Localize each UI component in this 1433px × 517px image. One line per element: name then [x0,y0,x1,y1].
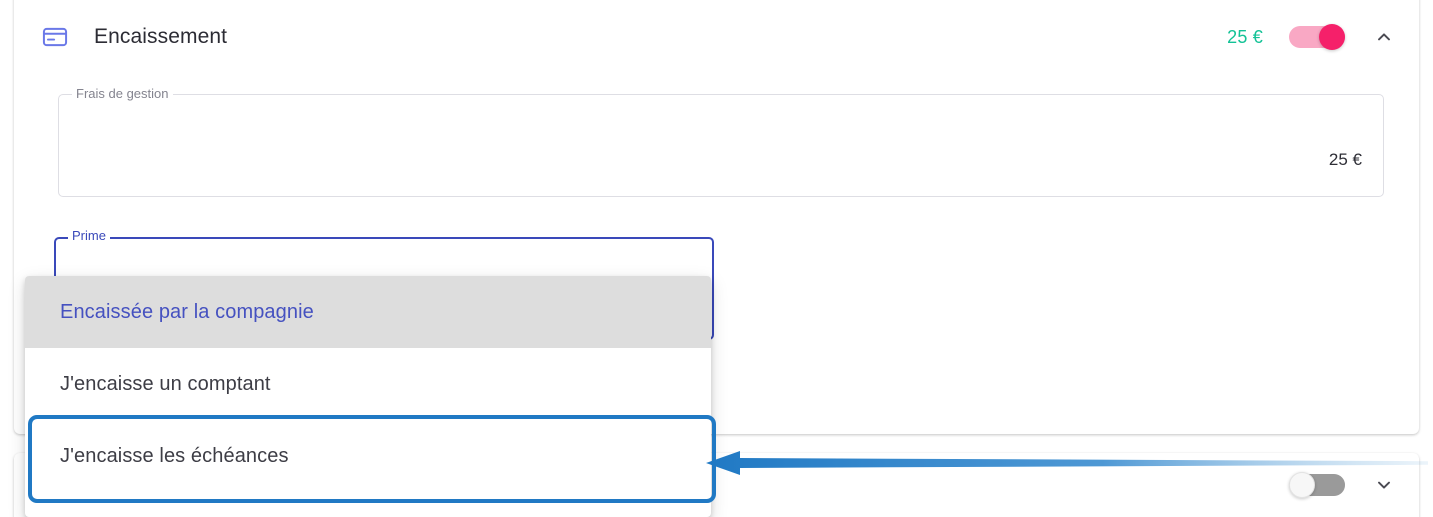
second-card-toggle[interactable] [1289,472,1345,498]
second-card-header-right [1289,472,1397,498]
credit-card-icon [40,22,70,52]
chevron-up-icon[interactable] [1371,24,1397,50]
dropdown-option-2[interactable]: J'encaisse les échéances [60,444,289,467]
frais-de-gestion-label: Frais de gestion [72,86,173,101]
dropdown-option-0[interactable]: Encaissée par la compagnie [25,276,711,348]
card-header-left: Encaissement [40,22,227,52]
frais-de-gestion-value: 25 € [1328,150,1362,169]
prime-label: Prime [68,228,110,243]
prime-dropdown-panel[interactable]: Encaissée par la compagnie J'encaisse un… [25,276,711,517]
toggle-thumb [1319,24,1345,50]
header-amount: 25 € [1227,26,1263,47]
chevron-down-icon[interactable] [1371,472,1397,498]
frais-de-gestion-field[interactable]: Frais de gestion 25 € [58,86,1384,197]
card-header-right: 25 € [1227,24,1397,50]
encaissement-card-header[interactable]: Encaissement 25 € [14,0,1419,74]
toggle-thumb [1289,472,1315,498]
dropdown-option-1[interactable]: J'encaisse un comptant [60,372,271,395]
card-title: Encaissement [94,25,228,48]
encaissement-toggle[interactable] [1289,24,1345,50]
field-border [58,94,1384,197]
